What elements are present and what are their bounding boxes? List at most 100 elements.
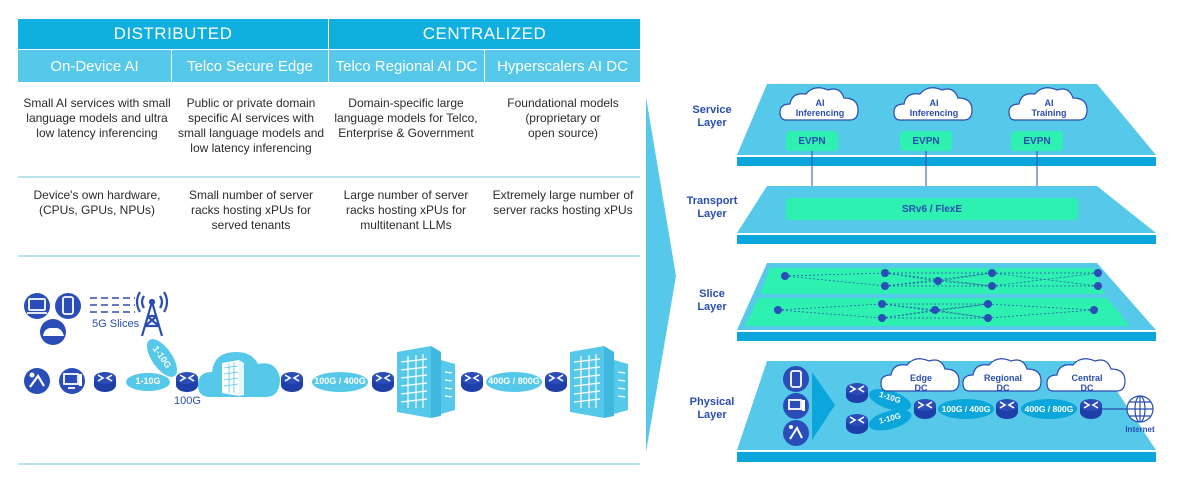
label-line: Training	[1031, 108, 1067, 118]
cell-line: Enterprise & Government	[338, 126, 474, 140]
router-icon	[913, 398, 937, 420]
cell-line: language models and ultra	[26, 111, 168, 125]
label-line: Inferencing	[909, 108, 959, 118]
evpn-badge-2: EVPN	[900, 131, 952, 151]
router-icon	[371, 371, 395, 393]
label-line: Physical	[689, 396, 735, 408]
group-header-distributed: DISTRIBUTED	[18, 19, 328, 49]
label-line: AI	[929, 98, 939, 108]
label-line: AI	[1044, 98, 1054, 108]
link-1-10g-a-label: 1-10G	[135, 376, 161, 386]
slice-link	[777, 303, 883, 311]
cell-line: Foundational models	[507, 96, 619, 110]
slice-dashes	[90, 297, 135, 313]
cell-hardware-on-device: Device's own hardware, (CPUs, GPUs, NPUs…	[18, 188, 176, 218]
laptop-icon	[24, 293, 50, 319]
physical-layer-label: Physical Layer	[682, 396, 742, 422]
router-icon	[544, 371, 568, 393]
cell-services-regional-dc: Domain-specific large language models fo…	[327, 96, 485, 141]
desktop-icon	[783, 393, 809, 419]
slice-layer-plate	[737, 263, 1156, 341]
link-100g-400g	[312, 372, 368, 392]
column-header-hyperscalers-ai-dc: Hyperscalers AI DC	[485, 50, 640, 82]
label-line: Layer	[697, 208, 727, 220]
slice-link	[937, 280, 993, 287]
globe-icon	[1126, 395, 1154, 423]
slices-label: 5G Slices	[92, 318, 140, 330]
label-line: Layer	[697, 301, 727, 313]
row-divider	[18, 176, 640, 178]
slice-node	[1090, 306, 1098, 314]
slice-link	[784, 272, 886, 277]
transport-layer-label: Transport Layer	[682, 195, 742, 221]
cell-services-hyperscalers: Foundational models (proprietary or open…	[484, 96, 642, 141]
slice-node	[881, 282, 889, 290]
cell-line: specific AI services with	[187, 111, 315, 125]
phone-icon	[783, 366, 809, 392]
evpn-badge-3: EVPN	[1011, 131, 1063, 151]
left-topology	[24, 291, 629, 419]
slice-link	[934, 303, 989, 311]
cell-services-on-device: Small AI services with small language mo…	[18, 96, 176, 141]
slice-node	[931, 306, 939, 314]
cloud-label-ai-training: AI Training	[1019, 98, 1079, 118]
cell-line: low latency inferencing	[36, 126, 158, 140]
column-header-telco-secure-edge: Telco Secure Edge	[172, 50, 328, 82]
label-line: Layer	[697, 409, 727, 421]
service-layer-label: Service Layer	[682, 104, 742, 130]
column-header-telco-regional-ai-dc: Telco Regional AI DC	[329, 50, 484, 82]
link-400g-800g-label: 400G / 800G	[488, 376, 540, 386]
cell-line: Small AI services with small	[23, 96, 171, 110]
label-line: Central	[1071, 373, 1103, 383]
cell-line: Domain-specific large	[348, 96, 464, 110]
link-1-10g-b	[146, 339, 178, 377]
evpn-badge-1: EVPN	[786, 131, 838, 151]
label-line: Edge	[909, 373, 932, 383]
cell-services-secure-edge: Public or private domain specific AI ser…	[172, 96, 330, 156]
cell-line: racks hosting xPUs for	[345, 203, 467, 217]
link-100g-400g-label: 100G / 400G	[314, 376, 366, 386]
label-line: Regional	[983, 373, 1022, 383]
cell-line: multitenant LLMs	[360, 218, 452, 232]
slice-node	[878, 300, 886, 308]
label-line: Layer	[697, 117, 727, 129]
label-line: DC	[1080, 383, 1094, 393]
physical-link-d-label: 400G / 800G	[1024, 404, 1074, 414]
cell-tower-icon	[135, 291, 169, 337]
link-1-10g-a	[126, 373, 170, 391]
row-divider	[18, 255, 640, 257]
cloud-label-ai-inferencing-1: AI Inferencing	[790, 98, 850, 118]
slice-link	[784, 275, 886, 287]
car-icon	[40, 319, 66, 345]
cell-line: Small number of server	[188, 188, 314, 202]
cloud-label-central-dc: Central DC	[1062, 373, 1112, 393]
link-1-10g-a	[868, 389, 912, 411]
slice-node	[934, 277, 942, 285]
physical-link-c-label: 100G / 400G	[941, 404, 991, 414]
label-line: Inferencing	[795, 108, 845, 118]
slice-node	[781, 272, 789, 280]
row-divider	[18, 463, 640, 465]
cloud-label-regional-dc: Regional DC	[978, 373, 1028, 393]
cell-line: Extremely large number of	[492, 188, 634, 202]
label-line: Transport	[686, 195, 738, 207]
label-line: DC	[996, 383, 1010, 393]
router-icon	[175, 371, 199, 393]
tablet-icon	[55, 293, 81, 319]
column-header-on-device-ai: On-Device AI	[18, 50, 171, 82]
router-icon	[845, 413, 869, 435]
link-1-10g-b	[868, 409, 912, 431]
slice-link	[934, 309, 989, 319]
link-100g-400g	[938, 399, 994, 419]
link-100g-label: 100G	[174, 395, 201, 407]
cloud-label-edge-dc: Edge DC	[896, 373, 946, 393]
cell-line: open source)	[527, 126, 599, 140]
label-line: Slice	[699, 288, 725, 300]
link-400g-800g	[486, 372, 542, 392]
robot-arm-icon	[24, 368, 50, 394]
slice-node	[774, 306, 782, 314]
router-icon	[845, 382, 869, 404]
cell-line: small language models and	[177, 126, 325, 140]
cell-line: server racks hosting xPUs	[493, 203, 633, 217]
